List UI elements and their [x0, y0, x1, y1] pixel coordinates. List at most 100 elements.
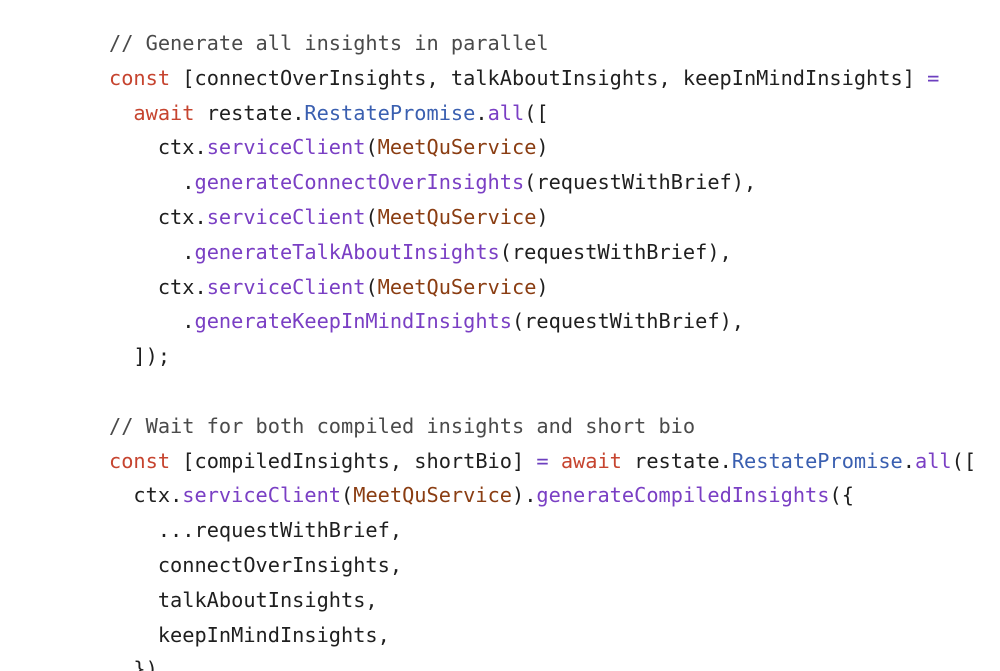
code-punctuation: .: [475, 100, 488, 125]
code-punctuation: ]: [511, 448, 537, 473]
code-comment: // Wait for both compiled insights and s…: [109, 413, 696, 438]
code-line[interactable]: ctx.serviceClient(MeetQuService): [109, 270, 976, 305]
code-punctuation: ,: [389, 518, 403, 543]
code-punctuation: (: [365, 274, 378, 299]
code-type: RestatePromise: [731, 448, 903, 473]
code-punctuation: .: [902, 448, 915, 473]
code-class-name: MeetQuService: [353, 483, 512, 508]
code-punctuation: ,: [389, 552, 403, 577]
code-identifier: keepInMindInsights: [682, 65, 903, 90]
code-line[interactable]: // Generate all insights in parallel: [109, 26, 976, 61]
code-class-name: MeetQuService: [377, 135, 537, 160]
code-line[interactable]: ]);: [109, 339, 976, 374]
code-punctuation: ({: [829, 483, 854, 508]
code-punctuation: [622, 449, 634, 473]
code-punctuation: ).: [512, 483, 537, 508]
code-punctuation: (: [511, 309, 525, 334]
code-line[interactable]: ctx.serviceClient(MeetQuService): [109, 200, 976, 235]
code-punctuation: }),: [109, 657, 171, 671]
code-line[interactable]: connectOverInsights,: [109, 548, 976, 583]
code-line[interactable]: await restate.RestatePromise.all([: [109, 96, 976, 131]
code-punctuation: [109, 483, 133, 507]
code-method: serviceClient: [206, 135, 366, 160]
code-identifier: connectOverInsights: [157, 552, 390, 577]
code-punctuation: .: [109, 309, 195, 334]
code-keyword: const: [109, 65, 171, 90]
code-identifier: keepInMindInsights: [157, 622, 378, 647]
code-punctuation: ): [536, 274, 549, 299]
code-punctuation: ([: [951, 448, 977, 473]
code-punctuation: .: [194, 135, 207, 160]
code-class-name: MeetQuService: [377, 204, 537, 229]
code-line[interactable]: }),: [109, 652, 976, 671]
code-punctuation: [: [170, 448, 195, 473]
code-method: generateConnectOverInsights: [194, 170, 525, 195]
code-punctuation: (: [524, 170, 537, 195]
code-punctuation: ]: [902, 65, 928, 90]
code-line[interactable]: const [connectOverInsights, talkAboutIns…: [109, 61, 976, 96]
code-identifier: requestWithBrief: [511, 239, 708, 264]
code-line[interactable]: .generateKeepInMindInsights(requestWithB…: [109, 304, 976, 339]
code-punctuation: ]);: [109, 344, 171, 369]
code-punctuation: ([: [524, 100, 549, 125]
code-punctuation: ,: [365, 587, 378, 612]
code-block[interactable]: // Generate all insights in parallel cons…: [109, 26, 976, 671]
code-method: serviceClient: [182, 483, 342, 508]
code-line[interactable]: ​: [109, 374, 976, 409]
code-punctuation: (: [499, 239, 512, 264]
code-type: RestatePromise: [304, 100, 476, 125]
code-punctuation: .: [194, 274, 207, 299]
code-line[interactable]: ...requestWithBrief,: [109, 513, 976, 548]
code-punctuation: [109, 588, 158, 612]
code-identifier: ctx: [157, 274, 195, 299]
code-method: generateTalkAboutInsights: [194, 239, 500, 264]
code-line[interactable]: // Wait for both compiled insights and s…: [109, 409, 976, 444]
code-method: generateKeepInMindInsights: [194, 309, 512, 334]
code-punctuation: [109, 623, 158, 647]
code-line[interactable]: talkAboutInsights,: [109, 583, 976, 618]
code-punctuation: ),: [719, 309, 744, 334]
code-identifier: ctx: [157, 135, 195, 160]
code-line[interactable]: ctx.serviceClient(MeetQuService).generat…: [109, 478, 976, 513]
code-punctuation: ...: [109, 518, 195, 543]
code-punctuation: ),: [707, 239, 732, 264]
code-class-name: MeetQuService: [377, 274, 537, 299]
code-punctuation: ),: [731, 170, 757, 195]
code-comment: // Generate all insights in parallel: [109, 31, 549, 55]
code-punctuation: ): [536, 204, 549, 229]
code-punctuation: [109, 205, 158, 229]
code-keyword: await: [133, 100, 195, 125]
code-punctuation: [549, 449, 561, 473]
code-keyword: const: [109, 448, 171, 473]
code-punctuation: [109, 101, 133, 125]
code-punctuation: .: [194, 204, 207, 229]
code-identifier: requestWithBrief: [524, 309, 720, 334]
code-identifier: connectOverInsights: [194, 65, 427, 90]
code-method: serviceClient: [206, 204, 366, 229]
code-line[interactable]: keepInMindInsights,: [109, 618, 976, 653]
code-punctuation: [109, 553, 158, 577]
code-identifier: requestWithBrief: [536, 170, 732, 195]
code-method: all: [487, 100, 525, 125]
code-keyword: await: [560, 448, 622, 473]
code-punctuation: [109, 135, 158, 159]
code-operator: =: [536, 448, 549, 473]
code-method: all: [914, 448, 952, 473]
code-identifier: ctx: [133, 483, 171, 508]
code-identifier: shortBio: [414, 448, 512, 473]
code-line[interactable]: ctx.serviceClient(MeetQuService): [109, 130, 976, 165]
code-punctuation: [: [170, 65, 195, 90]
code-punctuation: .: [719, 448, 732, 473]
code-identifier: talkAboutInsights: [450, 65, 659, 90]
code-method: serviceClient: [206, 274, 366, 299]
code-punctuation: ,: [389, 448, 415, 473]
code-line[interactable]: .generateConnectOverInsights(requestWith…: [109, 165, 976, 200]
code-identifier: restate: [206, 100, 293, 125]
code-line[interactable]: .generateTalkAboutInsights(requestWithBr…: [109, 235, 976, 270]
code-identifier: compiledInsights: [194, 448, 390, 473]
code-line[interactable]: const [compiledInsights, shortBio] = awa…: [109, 444, 976, 479]
code-punctuation: .: [170, 483, 183, 508]
code-identifier: restate: [634, 448, 720, 473]
code-punctuation: ,: [426, 65, 451, 90]
